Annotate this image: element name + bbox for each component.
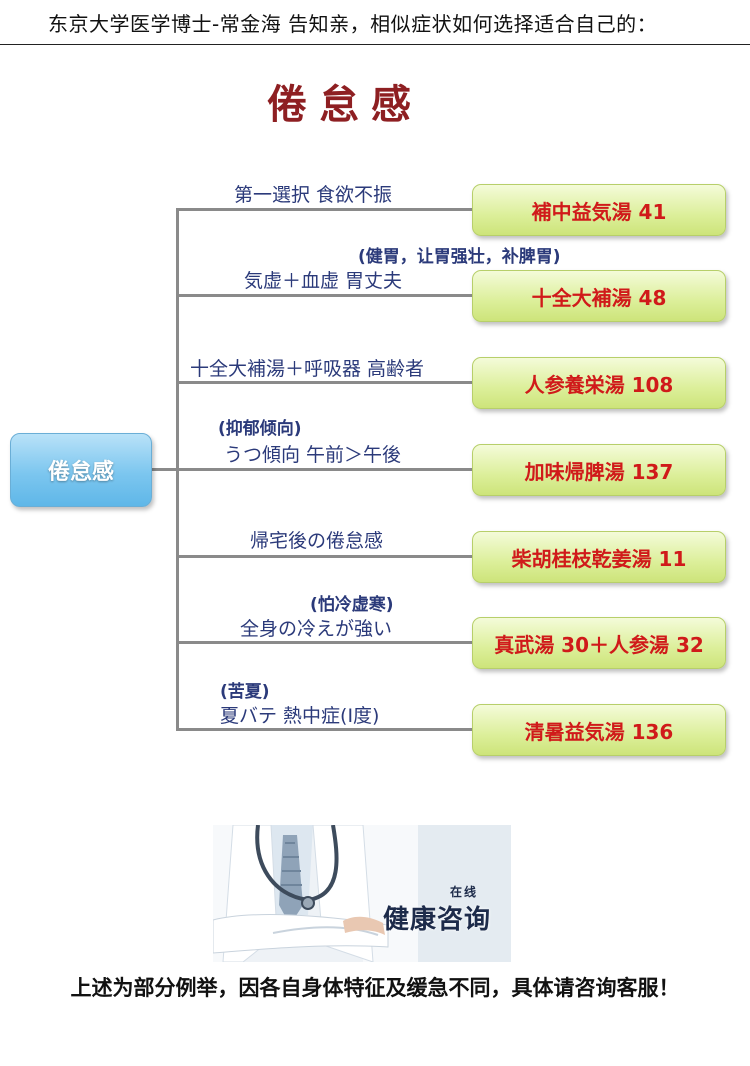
branch-line-5 (176, 555, 472, 558)
branch-note-6: (怕冷虚寒) (310, 595, 394, 615)
branch-line-1 (176, 208, 472, 211)
branch-label-4: うつ傾向 午前＞午後 (224, 444, 402, 466)
doctor-illustration (213, 825, 511, 962)
remedy-box-5: 柴胡桂枝乾姜湯 11 (472, 531, 726, 583)
branch-note-4: (抑郁倾向) (218, 419, 302, 439)
branch-label-3: 十全大補湯＋呼吸器 高齢者 (190, 358, 425, 380)
branch-note-7: (苦夏) (220, 682, 270, 702)
branch-line-3 (176, 381, 472, 384)
remedy-box-2: 十全大補湯 48 (472, 270, 726, 322)
branch-label-1: 第一選択 食欲不振 (234, 184, 393, 206)
header-text: 东京大学医学博士-常金海 告知亲，相似症状如何选择适合自己的： (48, 12, 658, 36)
root-connector (150, 468, 178, 471)
header-bar: 东京大学医学博士-常金海 告知亲，相似症状如何选择适合自己的： (0, 0, 750, 45)
branch-label-5: 帰宅後の倦怠感 (250, 530, 384, 552)
branch-label-2: 気虚＋血虚 胃丈夫 (244, 270, 403, 292)
diagram-title: 倦怠感 (267, 82, 423, 128)
branch-note-2: (健胃，让胃强壮，补脾胃) (358, 247, 561, 267)
branch-line-6 (176, 641, 472, 644)
branch-label-6: 全身の冷えが強い (240, 618, 393, 640)
root-node: 倦怠感 (10, 433, 152, 507)
branch-line-4 (176, 468, 472, 471)
remedy-box-7: 清暑益気湯 136 (472, 704, 726, 756)
branch-line-7 (176, 728, 472, 731)
branch-line-2 (176, 294, 472, 297)
remedy-box-6: 真武湯 30＋人参湯 32 (472, 617, 726, 669)
consult-big-text: 健康咨询 (383, 905, 492, 935)
remedy-box-3: 人参養栄湯 108 (472, 357, 726, 409)
footer-disclaimer: 上述为部分例举，因各自身体特征及缓急不同，具体请咨询客服！ (70, 975, 680, 1000)
branch-label-7: 夏バテ 熱中症(Ⅰ度) (220, 705, 380, 727)
remedy-box-4: 加味帰脾湯 137 (472, 444, 726, 496)
remedy-box-1: 補中益気湯 41 (472, 184, 726, 236)
consultation-banner[interactable]: 在线 健康咨询 (213, 825, 511, 962)
consult-small-text: 在线 (450, 885, 479, 899)
